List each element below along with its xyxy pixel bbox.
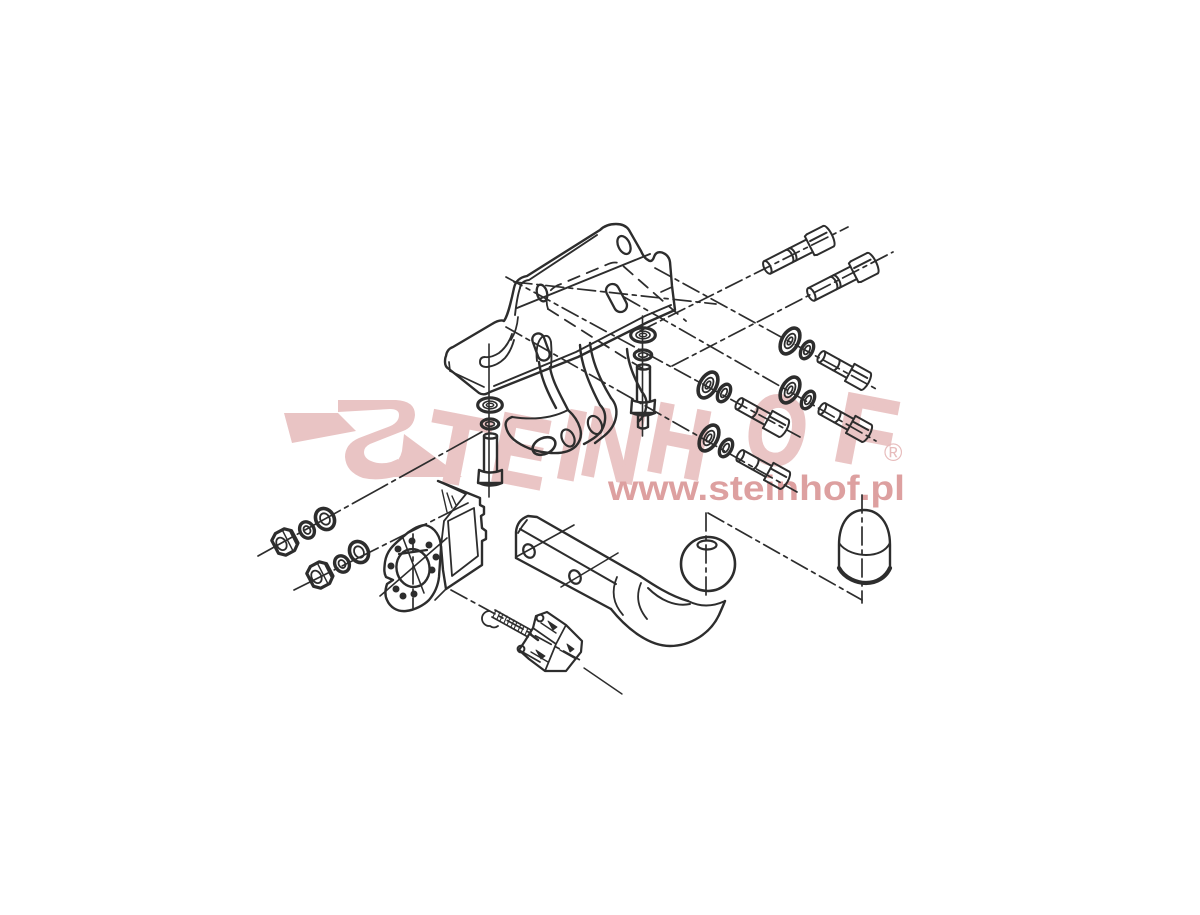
svg-text:www.steinhof.pl: www.steinhof.pl (607, 468, 905, 508)
svg-text:®: ® (884, 439, 903, 467)
